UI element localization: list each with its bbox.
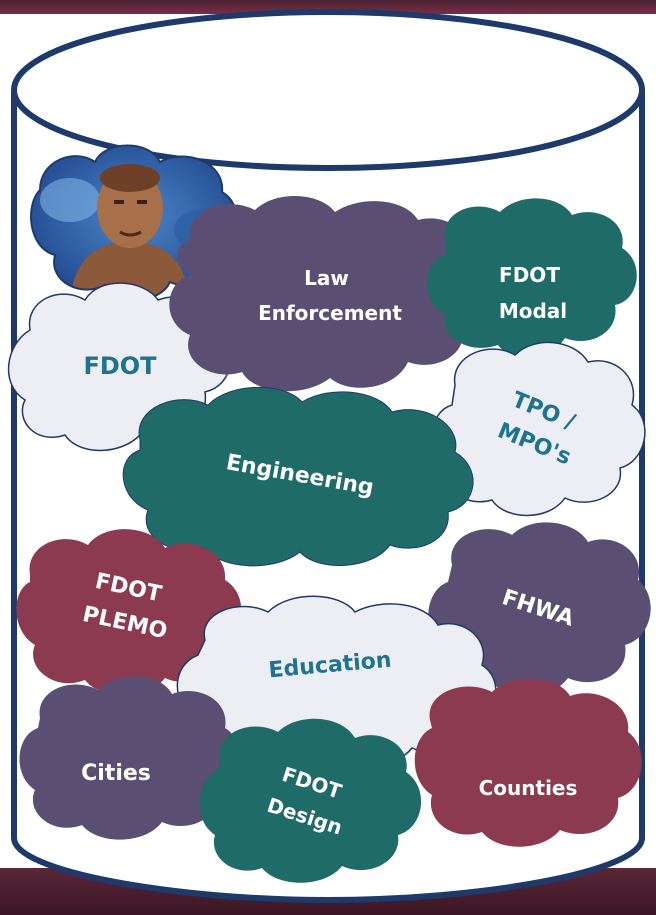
law-line1: Law <box>304 266 349 290</box>
cloud-fdot-plemo: FDOT PLEMO <box>16 529 242 695</box>
cloud-cities: Cities <box>19 676 241 840</box>
cities-label: Cities <box>81 761 151 786</box>
cloud-engineering: Engineering <box>122 386 474 567</box>
law-line2: Enforcement <box>258 301 402 325</box>
fdot-label: FDOT <box>83 352 157 380</box>
fdot-modal-label: FDOT Modal <box>499 263 567 323</box>
cloud-education: Education <box>176 595 497 767</box>
cloud-counties: Counties <box>414 678 642 847</box>
counties-label: Counties <box>479 776 578 800</box>
cloud-law-enforcement: Law Enforcement <box>169 195 488 392</box>
fdot-modal-line1: FDOT <box>499 263 560 287</box>
cloud-fdot-design: FDOT Design <box>199 718 422 883</box>
fdot-modal-line2: Modal <box>499 299 567 323</box>
law-enforcement-label: Law Enforcement <box>258 266 402 325</box>
cylinder-top <box>11 9 645 171</box>
top-frame-band <box>0 0 656 14</box>
cloud-fdot-modal: FDOT Modal <box>426 198 637 357</box>
cloud-tpo-mpo: TPO / MPO's <box>431 341 646 517</box>
